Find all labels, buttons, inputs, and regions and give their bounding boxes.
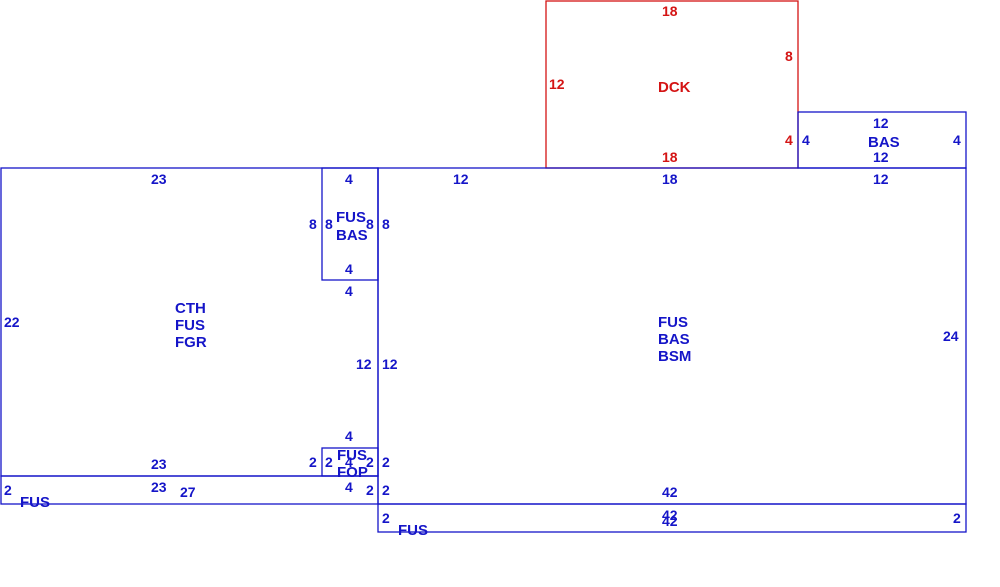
fus-strip-left-label: FUS [20,494,50,511]
deck-top-dim: 18 [662,3,678,19]
main-label-line3: BSM [658,348,691,365]
strip-left-right-dim: 2 [366,482,374,498]
garage-partition-dim: 4 [345,283,353,299]
fus-fop-top-dim: 4 [345,428,353,444]
bas-bottom-inner-dim: 12 [873,149,889,165]
garage-label-line3: FGR [175,334,207,351]
bas-right-dim: 4 [953,132,961,148]
fus-fop-left-outer-dim: 2 [309,454,317,470]
strip-left-left-dim: 2 [4,482,12,498]
dimension-labels: 12 12 4 4 12 12 18 24 12 42 23 22 12 23 … [4,115,961,529]
fus-bas-right-inner-dim: 8 [366,216,374,232]
main-right-dim: 24 [943,328,959,344]
deck-bottom-dim: 18 [662,149,678,165]
fus-fop-label-line1: FUS [337,447,367,464]
fus-strip-left-outline [0,475,379,505]
garage-bottom-dim: 23 [151,456,167,472]
strip-left-len-dim: 27 [180,484,196,500]
strip-right-bottom-dim: 42 [662,513,678,529]
fus-fop-label-line2: FOP [337,464,368,481]
bas-top-dim: 12 [873,115,889,131]
garage-label-line2: FUS [175,317,205,334]
deck-code-label: DCK [658,79,691,96]
main-top-left-dim: 12 [453,171,469,187]
fus-bas-top-dim: 4 [345,171,353,187]
bas-bottom-dim: 12 [873,171,889,187]
main-label-line1: FUS [658,314,688,331]
fus-strip-right-outline [377,503,967,533]
fus-bas-label-line2: BAS [336,227,368,244]
strip-right-left-dim: 2 [382,510,390,526]
main-left-dim: 12 [382,356,398,372]
strip-right-top-dim: 42 [662,507,678,523]
deck-area: DCK 18 12 8 4 18 [545,0,799,169]
garage-left-dim: 22 [4,314,20,330]
fus-fop-left-inner-dim: 2 [325,454,333,470]
main-bottom-dim: 42 [662,484,678,500]
garage-top-dim: 23 [151,171,167,187]
main-label-line2: BAS [658,331,690,348]
garage-right-dim: 12 [356,356,372,372]
strip-right-left-outer-dim: 2 [382,482,390,498]
fus-fop-right-inner-dim: 2 [366,454,374,470]
area-labels: BAS CTH FUS FGR FUS BAS FUS BAS BSM FUS … [20,134,900,539]
deck-right-lower-dim: 4 [785,132,793,148]
main-top-mid-dim: 18 [662,171,678,187]
fus-bas-right-outer-dim: 8 [382,216,390,232]
garage-label-line1: CTH [175,300,206,317]
fus-bas-left-inner-dim: 8 [325,216,333,232]
bas-small-code-label: BAS [868,134,900,151]
bas-left-dim: 4 [802,132,810,148]
fus-strip-right-label: FUS [398,522,428,539]
fus-fop-bottom-dim: 4 [345,479,353,495]
fus-fop-right-outer-dim: 2 [382,454,390,470]
fus-bas-label-line1: FUS [336,209,366,226]
strip-right-right-dim: 2 [953,510,961,526]
fus-bas-left-outer-dim: 8 [309,216,317,232]
strip-left-top-dim: 23 [151,479,167,495]
deck-right-upper-dim: 8 [785,48,793,64]
deck-left-dim: 12 [549,76,565,92]
fus-bas-bottom-dim: 4 [345,261,353,277]
structure-outlines [0,111,967,533]
fus-fop-center-dim: 4 [345,454,353,470]
